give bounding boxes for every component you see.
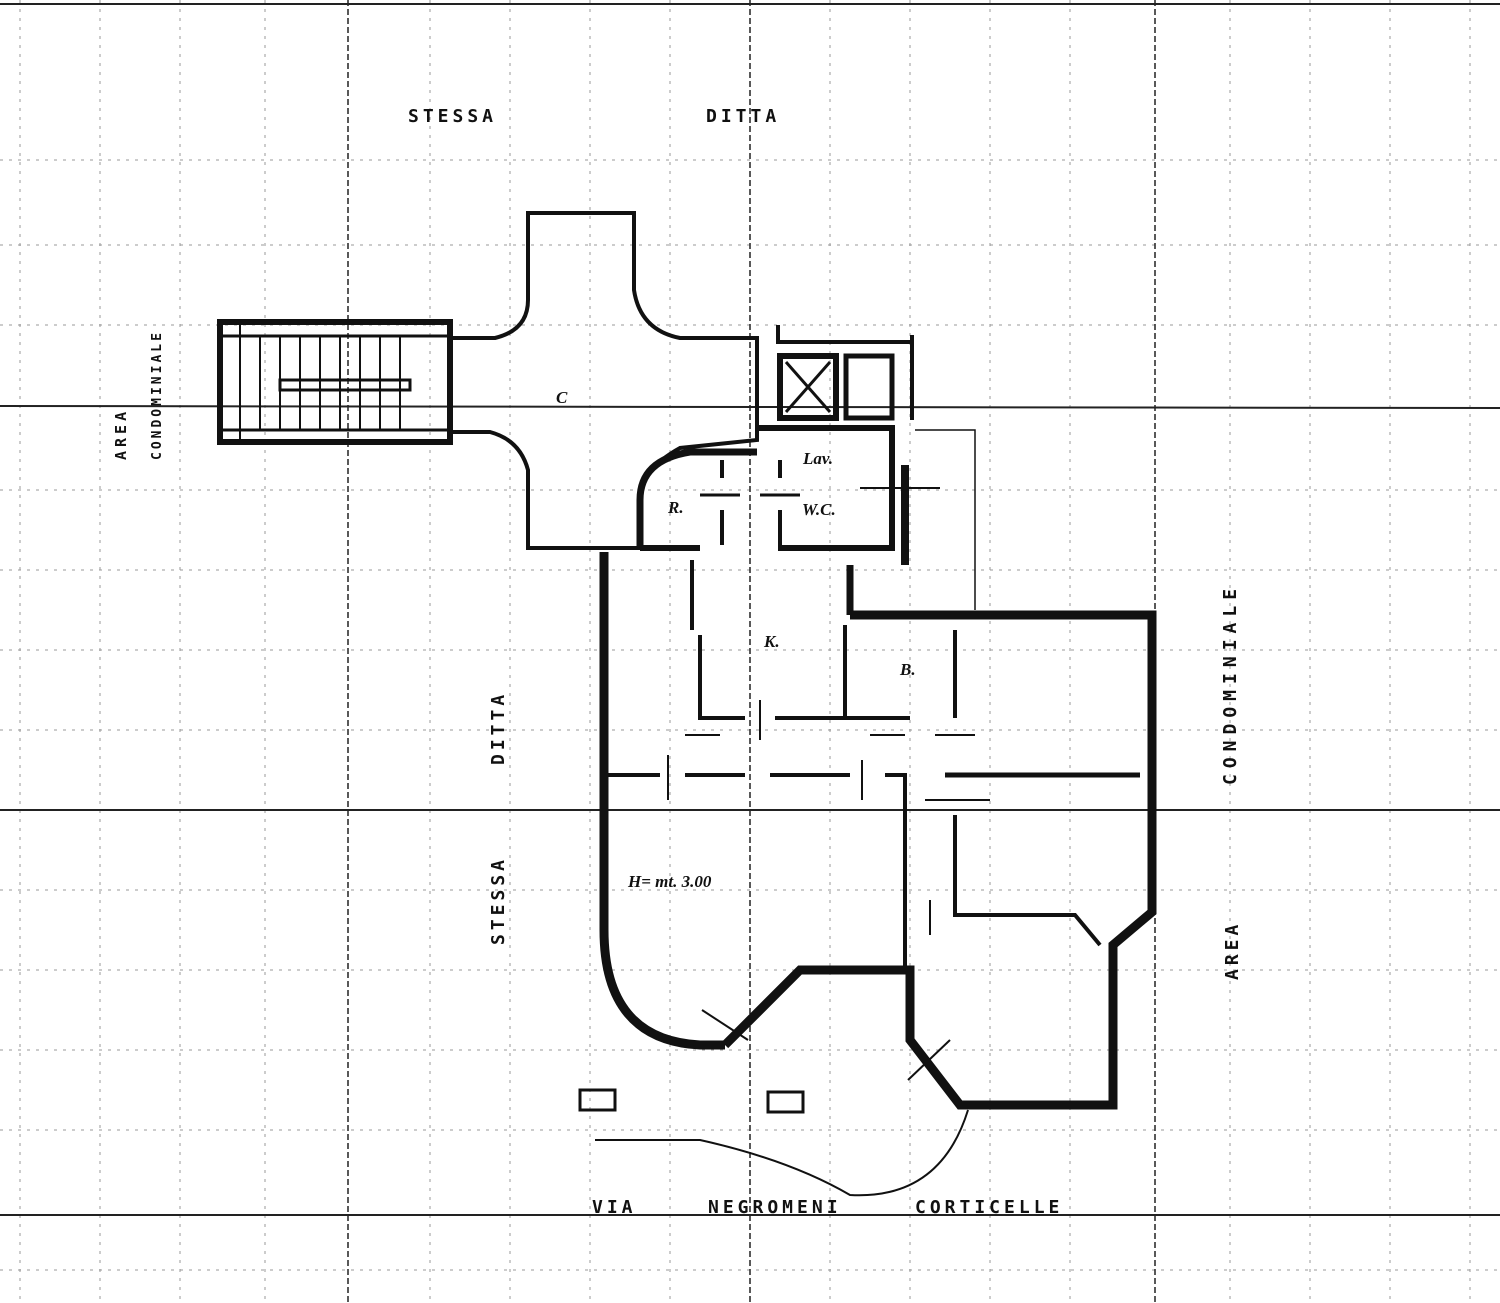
street-label-via: VIA xyxy=(592,1197,637,1218)
label-ditta-top: DITTA xyxy=(706,106,781,127)
label-area-right: AREA xyxy=(1222,920,1243,980)
corridor-outline xyxy=(450,211,759,550)
staircase xyxy=(217,319,453,445)
height-note: H= mt. 3.00 xyxy=(628,872,712,891)
label-stessa-left-inner: STESSA xyxy=(488,855,509,945)
label-area-left: AREA xyxy=(112,407,130,460)
street-label-locality: CORTICELLE xyxy=(915,1197,1064,1218)
label-stessa-top: STESSA xyxy=(408,106,498,127)
room-label-closet: R. xyxy=(668,498,684,517)
room-label-kitchen: K. xyxy=(764,632,780,651)
apartment-walls xyxy=(578,552,1157,1197)
label-ditta-left-inner: DITTA xyxy=(488,690,509,765)
room-label-laundry: Lav. xyxy=(803,449,834,468)
street-label-name: NEGROMENI xyxy=(708,1197,842,1218)
label-condominiale-right: CONDOMINIALE xyxy=(1220,582,1241,785)
service-block xyxy=(636,325,976,610)
room-label-bath: B. xyxy=(900,660,916,679)
room-label-corridor: C xyxy=(556,388,568,407)
room-label-wc: W.C. xyxy=(802,500,836,519)
label-condominiale-left: CONDOMINIALE xyxy=(150,330,165,460)
